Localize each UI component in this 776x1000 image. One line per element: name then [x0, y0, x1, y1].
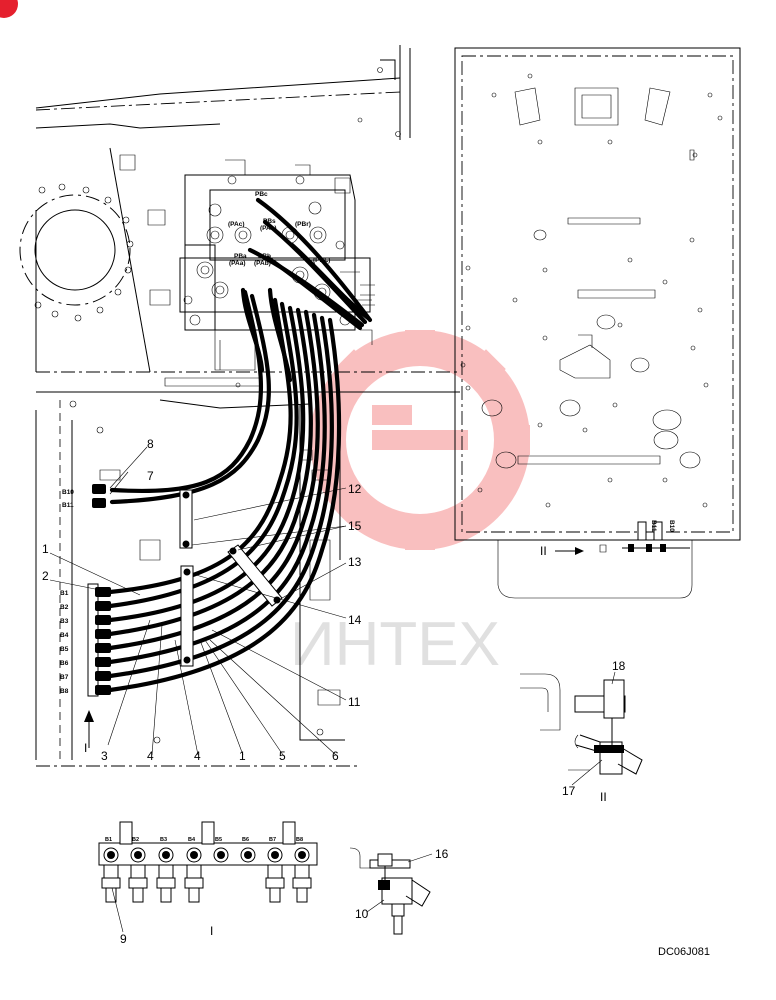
callout-9: 9: [120, 932, 127, 946]
drawing-code: DC06J081: [658, 946, 710, 958]
view-arrow-i: I: [84, 710, 94, 755]
port-b7: B7: [60, 674, 69, 681]
detail-port-b5: B5: [215, 837, 222, 843]
side-port-b11: B11: [650, 520, 657, 532]
chassis-outline: [35, 45, 460, 767]
callout-2: 2: [42, 569, 49, 583]
callout-1a: 1: [42, 542, 49, 556]
callout-10: 10: [355, 907, 369, 921]
manifold-block: [87, 484, 111, 697]
corner-badge: [0, 0, 18, 18]
callout-18: 18: [612, 659, 626, 673]
right-panel-connectors: B11 B10: [622, 520, 690, 552]
callout-6: 6: [332, 749, 339, 763]
side-port-b10: B10: [668, 520, 675, 532]
port-b8: B8: [60, 688, 69, 695]
swing-bearing: [19, 183, 134, 322]
detail-port-b4: B4: [188, 837, 196, 843]
detail-i-fittings: [103, 847, 310, 863]
detail-port-b6: B6: [242, 837, 249, 843]
callout-12: 12: [348, 482, 362, 496]
hose-bundle: [107, 197, 373, 693]
callout-13: 13: [348, 555, 362, 569]
callout-16: 16: [435, 847, 449, 861]
port-b4: B4: [60, 632, 69, 639]
callout-17: 17: [562, 784, 576, 798]
callout-5: 5: [279, 749, 286, 763]
port-b3: B3: [60, 618, 69, 625]
main-leader-lines: [49, 446, 347, 756]
port-b1: B1: [60, 590, 69, 597]
view-arrow-ii-label: II: [540, 544, 547, 558]
port-pbc: PBc: [255, 191, 268, 198]
callout-1b: 1: [239, 749, 246, 763]
hose-clamps: [179, 489, 283, 667]
detail-port-b3: B3: [160, 837, 167, 843]
callout-3: 3: [101, 749, 108, 763]
port-pbs: PBs: [263, 218, 276, 225]
callout-8: 8: [147, 437, 154, 451]
callout-14: 14: [348, 613, 362, 627]
detail-port-b7: B7: [269, 837, 276, 843]
watermark-text: ИНТЕХ: [290, 610, 500, 679]
port-pac: (PAc): [228, 221, 245, 228]
detail-ii: 18 17 II: [520, 659, 643, 804]
callout-4b: 4: [194, 749, 201, 763]
detail-i-port-labels: B1 B2 B3 B4 B5 B6 B7 B8: [105, 837, 303, 843]
callout-4a: 4: [147, 749, 154, 763]
view-arrow-ii: II: [540, 544, 584, 558]
port-pba: PBa: [234, 253, 247, 260]
view-arrow-i-label: I: [84, 741, 87, 755]
port-b6: B6: [60, 660, 69, 667]
upper-fittings: [92, 484, 106, 508]
callout-15: 15: [348, 519, 362, 533]
detail-i-nipples: [101, 864, 312, 903]
detail-port-b2: B2: [132, 837, 139, 843]
port-paa: (PAa): [229, 260, 246, 267]
detail-port-b1: B1: [105, 837, 112, 843]
lower-fittings: [95, 587, 111, 695]
port-pas: (PAs): [260, 225, 277, 232]
port-pab: (PAb): [254, 260, 271, 267]
port-b11: B11: [62, 502, 74, 509]
callout-7: 7: [147, 469, 154, 483]
port-b2: B2: [60, 604, 69, 611]
detail-port-b8: B8: [296, 837, 303, 843]
port-pbr: (PBr): [295, 221, 311, 228]
view-ii-label: II: [600, 790, 607, 804]
callout-11: 11: [348, 695, 361, 709]
main-callouts: 1 2 3 4 4 1 5 6 7 8 11 12 13 14 15: [42, 437, 362, 763]
detail-i: B1 B2 B3 B4 B5 B6 B7 B8 9 I: [98, 821, 318, 946]
manifold-port-labels: B10 B11 B1 B2 B3 B4 B5 B6 B7 B8: [60, 489, 74, 695]
view-i-label: I: [210, 924, 213, 938]
watermark-logo: [310, 330, 530, 550]
right-panel: [454, 47, 741, 599]
port-b10: B10: [62, 489, 74, 496]
detail-fitting: 16 10: [349, 847, 449, 935]
port-b5: B5: [60, 646, 69, 653]
